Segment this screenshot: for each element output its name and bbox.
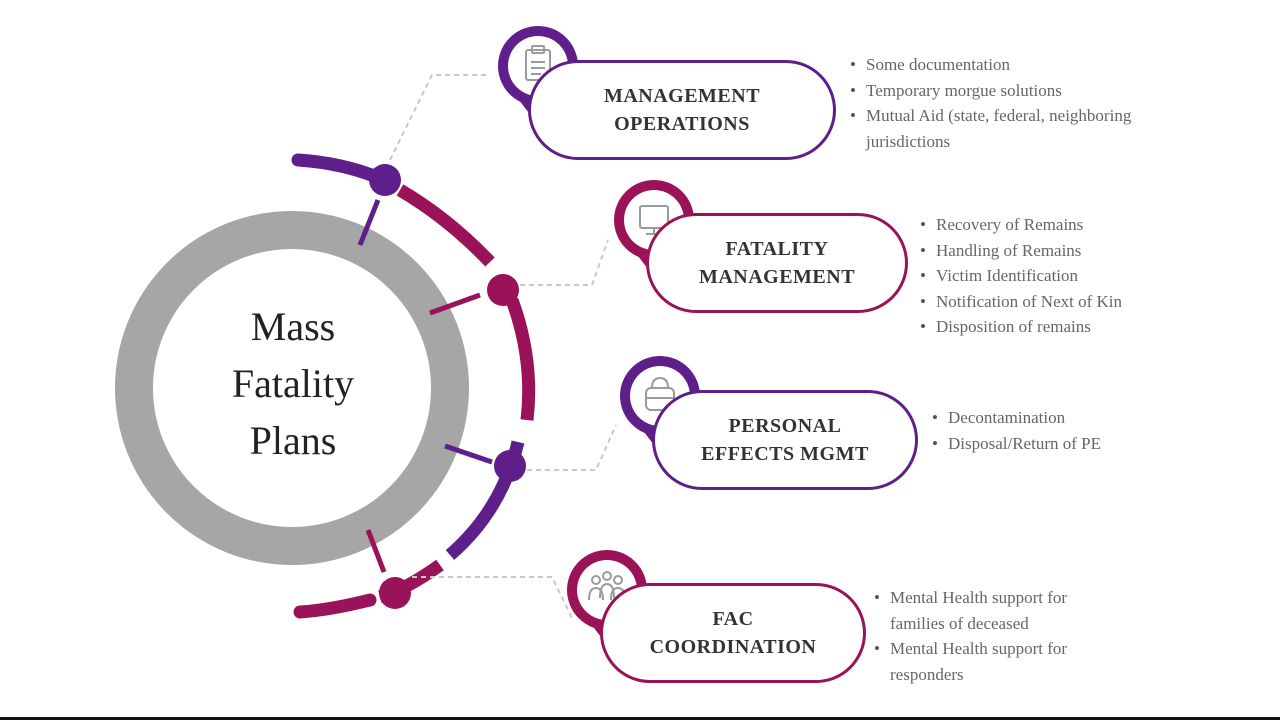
step-card-personal-effects: PERSONAL EFFECTS MGMT (652, 390, 918, 490)
bullet-item: Disposal/Return of PE (932, 431, 1101, 457)
step-title-line: EFFECTS MGMT (701, 443, 869, 465)
bullet-item: Mental Health support for (874, 585, 1067, 611)
bullet-item: jurisdictions (866, 131, 951, 151)
bullet-item: Mutual Aid (state, federal, neighboring (850, 103, 1131, 129)
bullet-item: families of deceased (890, 613, 1029, 633)
bullets-management-operations: Some documentation Temporary morgue solu… (850, 52, 1131, 154)
step-title-line: OPERATIONS (614, 113, 750, 135)
center-title: Mass Fatality Plans (178, 298, 408, 469)
step-card-management-operations: MANAGEMENT OPERATIONS (528, 60, 836, 160)
bullet-item: Decontamination (932, 405, 1101, 431)
connector-1 (389, 74, 490, 161)
bullets-fatality-management: Recovery of Remains Handling of Remains … (920, 212, 1122, 340)
outer-arc-segment-2 (396, 184, 495, 267)
arc-dot-2 (487, 274, 519, 306)
bullet-item: Mental Health support for (874, 636, 1067, 662)
bullet-item: Disposition of remains (920, 314, 1122, 340)
step-title-line: COORDINATION (649, 636, 817, 658)
bullet-item: Recovery of Remains (920, 212, 1122, 238)
connector-3 (527, 424, 617, 471)
bullet-item: Notification of Next of Kin (920, 289, 1122, 315)
spoke-2 (429, 292, 481, 316)
connector-2 (520, 239, 609, 286)
step-card-fac-coordination: FAC COORDINATION (600, 583, 866, 683)
arc-dot-4 (379, 577, 411, 609)
bullet-item: Victim Identification (920, 263, 1122, 289)
step-card-fatality-management: FATALITY MANAGEMENT (646, 213, 908, 313)
step-title-line: FAC (712, 608, 754, 630)
bullet-item: Temporary morgue solutions (850, 78, 1131, 104)
center-ring (115, 211, 469, 565)
bullet-item: Some documentation (850, 52, 1131, 78)
spoke-1 (357, 199, 381, 246)
bullets-fac-coordination: Mental Health support for families of de… (874, 585, 1067, 687)
arc-dot-1 (369, 164, 401, 196)
center-title-line-3: Plans (249, 418, 337, 463)
connector-4 (412, 576, 573, 619)
outer-arc-segment-6 (293, 593, 377, 619)
spoke-4 (365, 529, 387, 573)
step-title-line: MANAGEMENT (698, 266, 856, 288)
bottom-border (0, 717, 1280, 720)
step-title-line: PERSONAL (728, 415, 842, 437)
arc-dot-3 (494, 450, 526, 482)
spoke-3 (444, 443, 493, 465)
step-title-line: MANAGEMENT (603, 85, 761, 107)
bullets-personal-effects: Decontamination Disposal/Return of PE (932, 405, 1101, 456)
bullet-item: Handling of Remains (920, 238, 1122, 264)
outer-arc-segment-3 (505, 297, 536, 421)
center-title-line-1: Mass (250, 304, 336, 349)
center-title-line-2: Fatality (231, 361, 355, 406)
step-title-line: FATALITY (725, 238, 829, 260)
bullet-item: responders (890, 664, 964, 684)
